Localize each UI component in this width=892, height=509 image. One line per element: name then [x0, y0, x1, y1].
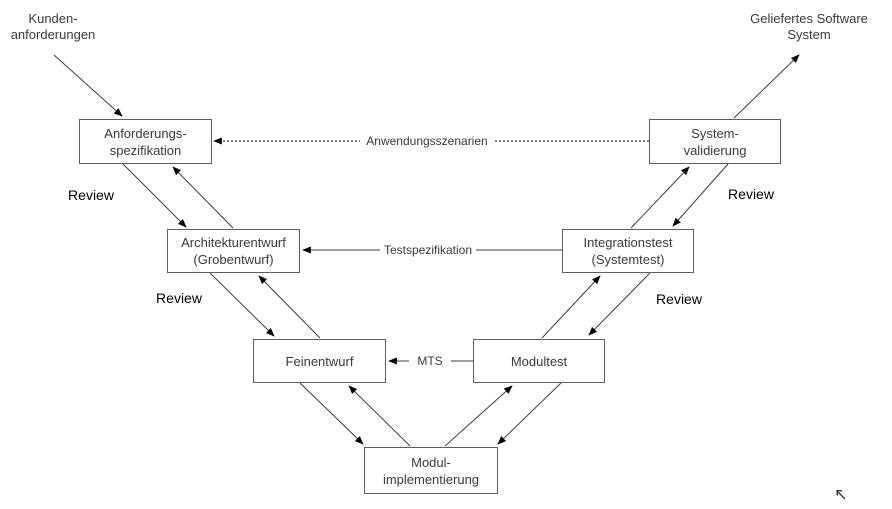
- box-system-validation: System- validierung: [649, 119, 781, 164]
- arrow-integration-test-to-system-validation: [630, 166, 690, 229]
- arrow-module-implementation-to-module-test: [444, 385, 513, 447]
- box-architecture-design-line1: Architekturentwurf: [181, 235, 286, 250]
- arrow-architecture-design-to-detailed-design: [209, 272, 275, 337]
- box-system-validation-line2: validierung: [683, 142, 747, 158]
- box-requirements-specification-line2: spezifikation: [109, 142, 182, 158]
- arrow-system-validation-to-delivered-system: [733, 54, 800, 119]
- arrow-system-validation-to-integration-test: [672, 163, 729, 227]
- label-customer-requirements: Kunden- anforderungen: [0, 11, 106, 43]
- box-architecture-design: Architekturentwurf (Grobentwurf): [167, 229, 300, 273]
- label-delivered-software-system-line1: Geliefertes Software: [750, 11, 868, 26]
- box-module-implementation-line2: implementierung: [382, 471, 480, 487]
- label-review-requirements: Review: [68, 187, 114, 203]
- label-review-architecture: Review: [156, 290, 202, 306]
- box-detailed-design: Feinentwurf: [253, 339, 386, 383]
- box-requirements-specification-line1: Anforderungs-: [104, 125, 187, 141]
- box-module-test-label: Modultest: [510, 353, 568, 369]
- arrow-detailed-design-to-architecture-design: [258, 275, 321, 339]
- box-integration-test-line1: Integrationstest: [583, 235, 673, 250]
- box-architecture-design-line2: (Grobentwurf): [193, 252, 274, 267]
- label-review-validation: Review: [728, 186, 774, 202]
- arrow-architecture-design-to-requirements-spec: [172, 166, 234, 229]
- label-delivered-software-system-line2: System: [787, 27, 831, 42]
- arrow-integration-test-to-module-test: [588, 272, 651, 336]
- arrow-requirements-spec-to-architecture-design: [122, 163, 187, 228]
- arrow-customer-requirements-to-requirements-spec: [53, 54, 123, 117]
- box-integration-test-line2: (Systemtest): [591, 252, 665, 267]
- label-review-integration: Review: [656, 291, 702, 307]
- label-test-specification: Testspezifikation: [380, 243, 476, 257]
- box-requirements-specification: Anforderungs- spezifikation: [79, 119, 212, 164]
- box-system-validation-line1: System-: [691, 125, 739, 141]
- label-customer-requirements-line1: Kunden-: [28, 11, 78, 26]
- label-delivered-software-system: Geliefertes Software System: [740, 11, 878, 43]
- label-application-scenarios: Anwendungsszenarien: [360, 134, 494, 148]
- box-detailed-design-label: Feinentwurf: [285, 353, 354, 369]
- mouse-cursor-icon: [830, 486, 848, 504]
- arrow-module-test-to-integration-test: [541, 275, 601, 339]
- box-module-implementation-line1: Modul-: [411, 454, 451, 470]
- box-integration-test: Integrationstest (Systemtest): [562, 229, 694, 273]
- arrow-module-implementation-to-detailed-design: [348, 385, 411, 447]
- box-module-test: Modultest: [473, 339, 605, 383]
- box-module-implementation: Modul- implementierung: [364, 447, 498, 494]
- label-customer-requirements-line2: anforderungen: [10, 27, 96, 42]
- label-mts: MTS: [409, 354, 451, 368]
- arrow-module-test-to-module-implementation: [497, 382, 562, 445]
- arrow-detailed-design-to-module-implementation: [299, 382, 364, 445]
